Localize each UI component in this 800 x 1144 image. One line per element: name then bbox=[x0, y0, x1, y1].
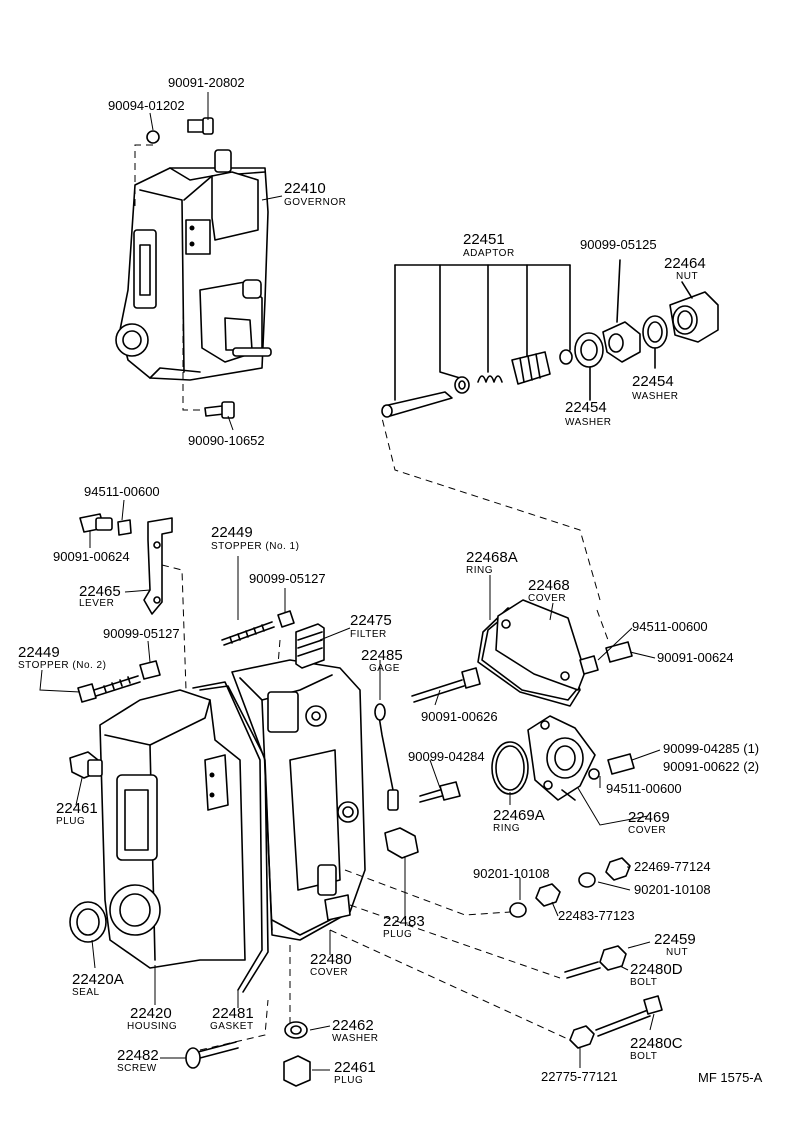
label-90090-10652: 90090-10652 bbox=[188, 433, 265, 448]
label-ring-22469A: RING bbox=[493, 823, 520, 834]
label-ring-22468A: RING bbox=[466, 565, 493, 576]
label-22483-77123: 22483-77123 bbox=[558, 908, 635, 923]
label-90099-05127-a: 90099-05127 bbox=[249, 571, 326, 586]
label-90091-20802: 90091-20802 bbox=[168, 75, 245, 90]
label-22480D: 22480D bbox=[630, 961, 683, 978]
label-90099-04284: 90099-04284 bbox=[408, 749, 485, 764]
label-lever: LEVER bbox=[79, 598, 115, 609]
label-washer-22454-b: WASHER bbox=[565, 417, 612, 428]
hardware-drawing bbox=[185, 827, 663, 1087]
label-washer-22454-a: WASHER bbox=[632, 391, 679, 402]
leader-lines bbox=[39, 92, 661, 1071]
cover-22468-drawing bbox=[381, 417, 633, 707]
label-90201-10108-b: 90201-10108 bbox=[634, 882, 711, 897]
governor-drawing bbox=[115, 117, 272, 419]
label-cover-22480: COVER bbox=[310, 967, 349, 978]
footer-code: MF 1575-A bbox=[698, 1070, 763, 1085]
label-94511-00600-a: 94511-00600 bbox=[84, 484, 160, 499]
label-94511-00600-b: 94511-00600 bbox=[632, 619, 708, 634]
label-22469: 22469 bbox=[628, 809, 670, 826]
label-90091-00626: 90091-00626 bbox=[421, 709, 498, 724]
label-filter: FILTER bbox=[350, 629, 387, 640]
label-22462: 22462 bbox=[332, 1017, 374, 1034]
label-plug-22461-a: PLUG bbox=[56, 816, 86, 827]
cover-body-drawing bbox=[231, 623, 399, 941]
label-22480C: 22480C bbox=[630, 1035, 683, 1052]
label-plug-22461-b: PLUG bbox=[334, 1075, 364, 1086]
label-22420A: 22420A bbox=[72, 971, 124, 988]
label-cover-22468: COVER bbox=[528, 593, 567, 604]
label-90201-10108-a: 90201-10108 bbox=[473, 866, 550, 881]
label-22459: 22459 bbox=[654, 931, 696, 948]
label-washer-22462: WASHER bbox=[332, 1033, 379, 1044]
label-90091-00624-b: 90091-00624 bbox=[657, 650, 734, 665]
label-nut-22459: NUT bbox=[666, 947, 689, 958]
label-22464: 22464 bbox=[664, 255, 706, 272]
label-90099-04285: 90099-04285 (1) bbox=[663, 741, 760, 756]
label-nut-22464: NUT bbox=[676, 271, 699, 282]
label-90091-00622: 90091-00622 (2) bbox=[663, 759, 760, 774]
lever-stopper-drawing bbox=[77, 513, 295, 703]
label-housing: HOUSING bbox=[127, 1021, 178, 1032]
label-90091-00624-a: 90091-00624 bbox=[53, 549, 130, 564]
label-22483: 22483 bbox=[383, 913, 425, 930]
label-22449-a: 22449 bbox=[211, 524, 253, 541]
label-22469A: 22469A bbox=[493, 807, 545, 824]
label-90094-01202: 90094-01202 bbox=[108, 98, 185, 113]
label-22481: 22481 bbox=[212, 1005, 254, 1022]
label-screw: SCREW bbox=[117, 1063, 157, 1074]
label-22420: 22420 bbox=[130, 1005, 172, 1022]
label-90099-05125: 90099-05125 bbox=[580, 237, 657, 252]
label-22482: 22482 bbox=[117, 1047, 159, 1064]
label-22451: 22451 bbox=[463, 231, 505, 248]
label-22485: 22485 bbox=[361, 647, 403, 664]
label-22454-b: 22454 bbox=[565, 399, 607, 416]
adaptor-drawing bbox=[381, 259, 719, 418]
label-94511-00600-c: 94511-00600 bbox=[606, 781, 682, 796]
label-22475: 22475 bbox=[350, 612, 392, 629]
label-22461-b: 22461 bbox=[334, 1059, 376, 1076]
label-adaptor: ADAPTOR bbox=[463, 248, 515, 259]
label-22775-77121: 22775-77121 bbox=[541, 1069, 618, 1084]
label-seal: SEAL bbox=[72, 987, 100, 998]
label-cover-22469: COVER bbox=[628, 825, 667, 836]
label-22465: 22465 bbox=[79, 583, 121, 600]
label-22480: 22480 bbox=[310, 951, 352, 968]
label-90099-05127-b: 90099-05127 bbox=[103, 626, 180, 641]
label-22454-a: 22454 bbox=[632, 373, 674, 390]
label-22469-77124: 22469-77124 bbox=[634, 859, 711, 874]
label-bolt-22480C: BOLT bbox=[630, 1051, 658, 1062]
label-gasket: GASKET bbox=[210, 1021, 254, 1032]
housing-drawing bbox=[69, 681, 269, 993]
label-22449-b: 22449 bbox=[18, 644, 60, 661]
label-bolt-22480D: BOLT bbox=[630, 977, 658, 988]
label-plug-22483: PLUG bbox=[383, 929, 413, 940]
label-22410: 22410 bbox=[284, 180, 326, 197]
label-22461-a: 22461 bbox=[56, 800, 98, 817]
label-stopper-no2: STOPPER (No. 2) bbox=[18, 660, 107, 671]
label-22468: 22468 bbox=[528, 577, 570, 594]
label-gage: GAGE bbox=[369, 663, 400, 674]
cover-22469-drawing bbox=[419, 715, 635, 803]
label-governor: GOVERNOR bbox=[284, 197, 347, 208]
label-22468A: 22468A bbox=[466, 549, 518, 566]
label-stopper-no1: STOPPER (No. 1) bbox=[211, 541, 300, 552]
